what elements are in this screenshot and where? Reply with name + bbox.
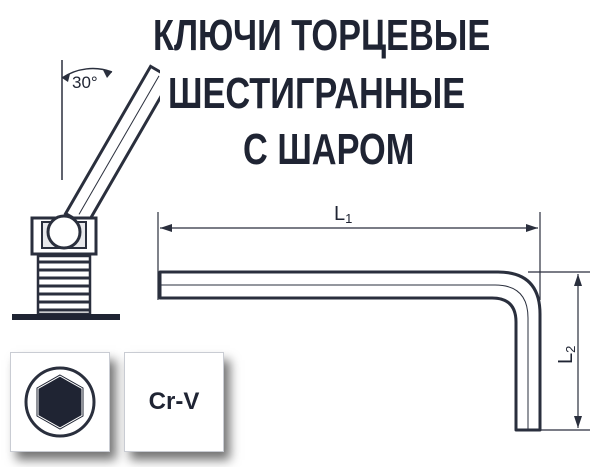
ball-end <box>46 214 82 250</box>
angle-label: 30° <box>72 73 98 92</box>
hex-badge <box>10 352 110 452</box>
l1-label: L1 <box>334 203 352 226</box>
angle-arc <box>61 67 113 79</box>
title-line-2: ШЕСТИГРАННЫЕ <box>168 69 466 118</box>
title-line-1: КЛЮЧИ ТОРЦЕВЫЕ <box>153 11 491 60</box>
arc-arrow-right <box>103 70 112 78</box>
title-line-3: С ШАРОМ <box>243 125 415 174</box>
arc-arrow-left <box>62 74 70 82</box>
base-plate <box>12 314 120 320</box>
l2-label: L2 <box>555 346 578 364</box>
hexagon-socket-icon <box>24 366 96 438</box>
wrench-centerline <box>160 284 529 430</box>
ball-end-icon: 30° <box>12 60 160 320</box>
material-badge: Cr-V <box>124 352 224 452</box>
material-label: Cr-V <box>148 388 200 415</box>
